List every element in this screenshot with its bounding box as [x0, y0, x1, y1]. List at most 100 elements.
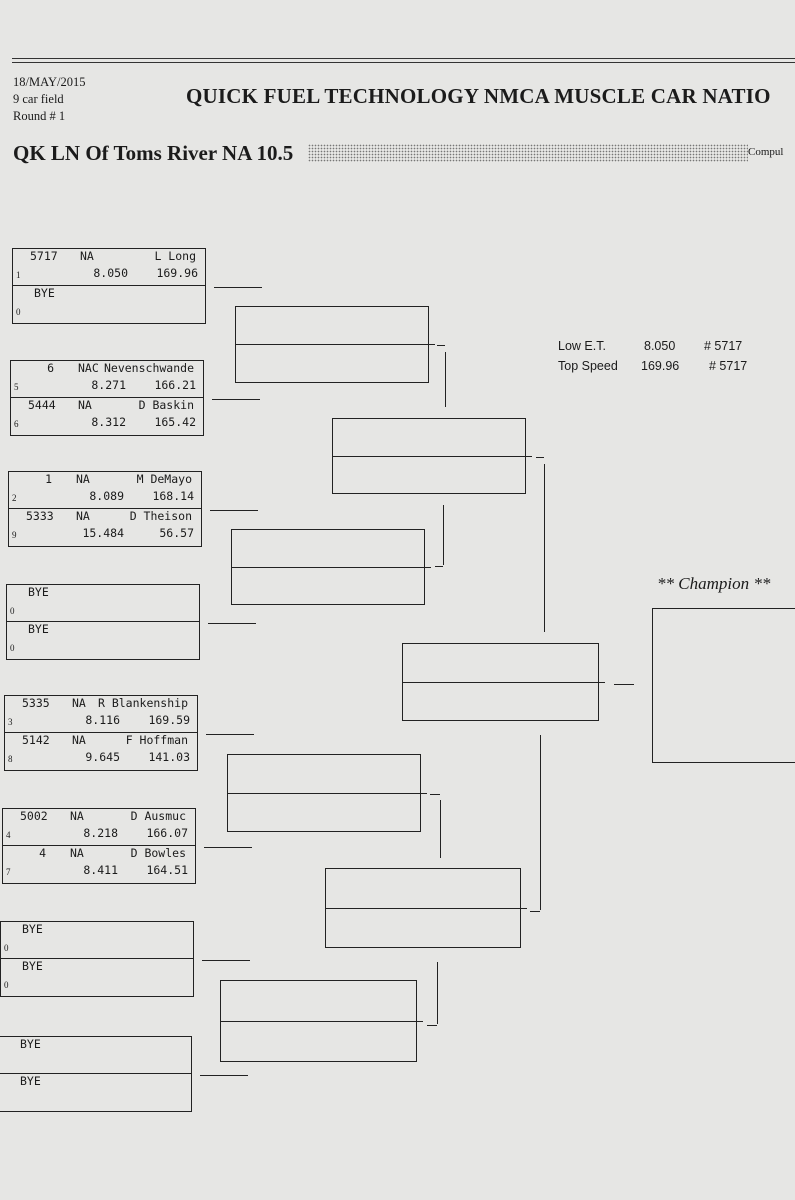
round2-box-1-divider — [235, 344, 435, 345]
connector-r2-3-stem — [440, 800, 441, 858]
racer-car-number: 5444 — [28, 398, 56, 412]
top-speed-car: # 5717 — [709, 359, 748, 373]
low-et-car: # 5717 — [704, 339, 743, 353]
racer-class: NA — [76, 472, 90, 486]
racer-class: NAC — [78, 361, 99, 375]
header-rule-top — [12, 58, 795, 59]
connector-r2-2-tick — [435, 566, 443, 567]
top-speed-value: 169.96 — [641, 359, 680, 373]
round1-winner-connector — [214, 287, 262, 288]
round2-box-4-divider — [220, 1021, 423, 1022]
round1-winner-connector — [212, 399, 260, 400]
racer-et: 15.484 — [82, 526, 124, 540]
round1-pair-divider — [12, 285, 206, 286]
racer-et: 8.411 — [83, 863, 118, 877]
round1-pair-divider — [10, 397, 204, 398]
connector-r3-2-stem — [540, 735, 541, 910]
racer-seed: 0 — [10, 606, 15, 616]
connector-r2-3-tick — [430, 794, 440, 795]
round1-pair-box — [4, 695, 198, 771]
racer-name: BYE — [20, 1074, 41, 1088]
racer-car-number: 5142 — [22, 733, 50, 747]
round1-pair-box — [0, 1036, 192, 1112]
round2-box-2-divider — [231, 567, 431, 568]
racer-name: BYE — [28, 622, 49, 636]
round1-pair-divider — [0, 958, 194, 959]
round3-box-2-divider — [325, 908, 527, 909]
connector-r2-2-stem — [443, 505, 444, 565]
racer-speed: 169.59 — [148, 713, 190, 727]
racer-name: R Blankenship — [97, 696, 188, 710]
racer-name: Nevenschwande — [103, 361, 194, 375]
racer-seed: 7 — [6, 867, 11, 877]
racer-name: D Theison — [129, 509, 192, 523]
racer-seed: 0 — [10, 643, 15, 653]
connector-r2-4-stem — [437, 962, 438, 1024]
racer-speed: 168.14 — [152, 489, 194, 503]
round1-winner-connector — [202, 960, 250, 961]
dot-leader — [308, 144, 748, 162]
racer-speed: 164.51 — [146, 863, 188, 877]
round-number: Round # 1 — [13, 109, 66, 123]
racer-car-number: 6 — [47, 361, 54, 375]
class-title: QK LN Of Toms River NA 10.5 — [13, 141, 294, 165]
racer-speed: 141.03 — [148, 750, 190, 764]
round1-winner-connector — [204, 847, 252, 848]
racer-seed: 1 — [16, 270, 21, 280]
racer-et: 8.271 — [91, 378, 126, 392]
round1-pair-box — [2, 808, 196, 884]
racer-name: M DeMayo — [136, 472, 192, 486]
connector-r2-1-stem — [445, 352, 446, 407]
comp-label: Compul — [748, 146, 784, 158]
racer-speed: 169.96 — [156, 266, 198, 280]
round1-winner-connector — [200, 1075, 248, 1076]
round1-pair-box — [8, 471, 202, 547]
racer-seed: 6 — [14, 419, 19, 429]
racer-seed: 0 — [16, 307, 21, 317]
racer-entry: BYE 0 — [6, 621, 198, 658]
racer-class: NA — [72, 696, 86, 710]
racer-speed: 56.57 — [159, 526, 194, 540]
racer-speed: 166.21 — [154, 378, 196, 392]
event-date: 18/MAY/2015 — [13, 75, 86, 89]
racer-car-number: 5333 — [26, 509, 54, 523]
racer-speed: 165.42 — [154, 415, 196, 429]
racer-name: D Bowles — [130, 846, 186, 860]
racer-et: 8.050 — [93, 266, 128, 280]
racer-name: L Long — [154, 249, 196, 263]
round1-pair-divider — [4, 732, 198, 733]
round1-pair-divider — [6, 621, 200, 622]
round2-box-3-divider — [227, 793, 427, 794]
header-rule-bottom — [12, 62, 795, 63]
racer-name: BYE — [22, 922, 43, 936]
round1-winner-connector — [206, 734, 254, 735]
racer-car-number: 4 — [39, 846, 46, 860]
round1-pair-divider — [0, 1073, 192, 1074]
racer-entry: BYE 0 — [0, 921, 192, 958]
low-et-row: Low E.T. 8.050 # 5717 — [558, 336, 747, 356]
racer-name: BYE — [20, 1037, 41, 1051]
racer-class: NA — [78, 398, 92, 412]
round3-box-1-divider — [332, 456, 532, 457]
round1-pair-box — [12, 248, 206, 324]
racer-entry: BYE — [0, 1036, 190, 1073]
racer-et: 8.312 — [91, 415, 126, 429]
racer-car-number: 5002 — [20, 809, 48, 823]
low-et-value: 8.050 — [644, 339, 676, 353]
champion-box — [652, 608, 795, 763]
racer-seed: 0 — [4, 943, 9, 953]
round1-pair-box — [10, 360, 204, 436]
racer-entry: BYE — [0, 1073, 190, 1110]
low-et-label: Low E.T. — [558, 339, 606, 353]
field-size: 9 car field — [13, 92, 64, 106]
